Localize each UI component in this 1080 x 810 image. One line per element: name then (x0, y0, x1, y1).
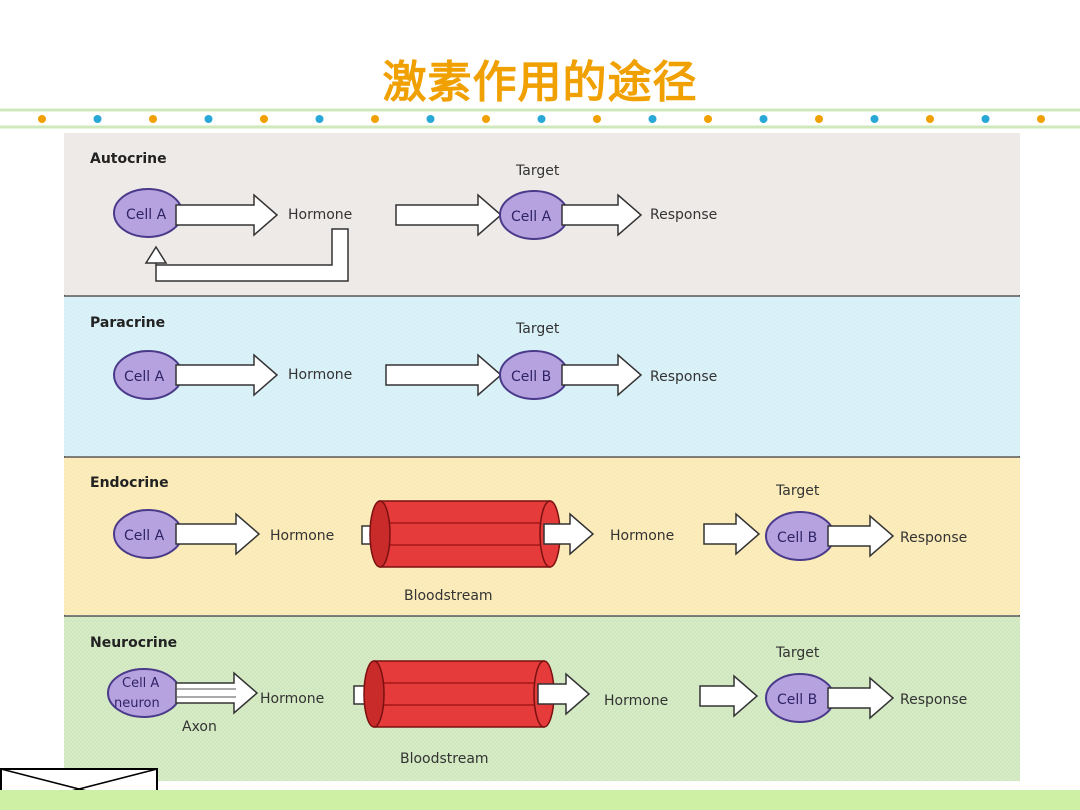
response-label: Response (900, 530, 967, 546)
arrow-icon (699, 674, 759, 718)
panel-endocrine: Endocrine Cell A Hormone Bloodstream Hor… (64, 456, 1020, 615)
arrow-icon (827, 676, 895, 720)
decorative-dot (371, 115, 379, 123)
decorative-dot (426, 115, 435, 123)
arrow-icon (561, 353, 643, 397)
arrow-icon (543, 512, 595, 556)
panel-neurocrine: Neurocrine Cell A neuron Axon Hormone Bl… (64, 615, 1020, 781)
panel-paracrine-title: Paracrine (90, 315, 165, 331)
arrow-icon (703, 512, 761, 556)
response-label: Response (650, 207, 717, 223)
cell-a-autocrine-label: Cell A (126, 207, 167, 223)
panel-autocrine-title: Autocrine (90, 151, 167, 167)
bloodstream-label: Bloodstream (404, 588, 493, 604)
decorative-dot (260, 115, 268, 123)
axon-arrow-icon (175, 671, 259, 715)
feedback-loop-arrow (144, 228, 349, 282)
target-label: Target (515, 321, 560, 337)
bloodstream-vessel (361, 500, 561, 568)
decorative-dot (315, 115, 324, 123)
hormone-after-label: Hormone (610, 528, 674, 544)
bloodstream-vessel (353, 660, 555, 728)
bloodstream-label: Bloodstream (400, 751, 489, 767)
cell-a-endocrine-label: Cell A (124, 528, 165, 544)
decorative-dot (926, 115, 934, 123)
target-label: Target (515, 163, 560, 179)
neuron-cell-label-line2: neuron (114, 696, 160, 711)
arrow-icon (395, 193, 503, 237)
arrow-icon (561, 193, 643, 237)
arrow-icon (537, 672, 591, 716)
decorative-dot (815, 115, 823, 123)
arrow-icon (175, 512, 261, 556)
decorative-dot (1037, 115, 1045, 123)
target-label: Target (775, 483, 820, 499)
decorative-dot (482, 115, 490, 123)
decorative-dot (149, 115, 157, 123)
decorative-dot (593, 115, 601, 123)
cell-b-target-label: Cell B (777, 530, 817, 546)
decorative-dot (204, 115, 213, 123)
response-label: Response (900, 692, 967, 708)
cell-b-target-label: Cell B (511, 369, 551, 385)
hormone-after-label: Hormone (604, 693, 668, 709)
bottom-decoration-bar (0, 790, 1080, 810)
hormone-pathway-diagram: Autocrine Cell A Hormone Target Cell A R… (64, 133, 1020, 781)
arrow-icon (385, 353, 503, 397)
panel-neurocrine-title: Neurocrine (90, 635, 177, 651)
target-label: Target (775, 645, 820, 661)
hormone-label: Hormone (288, 367, 352, 383)
response-label: Response (650, 369, 717, 385)
decorative-dot (537, 115, 546, 123)
decorative-dot (759, 115, 768, 123)
decorative-dot (648, 115, 657, 123)
decorative-dot (93, 115, 102, 123)
panel-autocrine: Autocrine Cell A Hormone Target Cell A R… (64, 133, 1020, 295)
cell-b-target-label: Cell B (777, 692, 817, 708)
hormone-label: Hormone (260, 691, 324, 707)
panel-paracrine: Paracrine Cell A Hormone Target Cell B R… (64, 295, 1020, 456)
hormone-label: Hormone (270, 528, 334, 544)
cell-a-target-label: Cell A (511, 209, 552, 225)
neuron-cell-label-line1: Cell A (122, 676, 159, 691)
cell-a-paracrine-label: Cell A (124, 369, 165, 385)
decorative-dot (981, 115, 990, 123)
axon-label: Axon (182, 719, 217, 735)
panel-endocrine-title: Endocrine (90, 475, 169, 491)
hormone-label: Hormone (288, 207, 352, 223)
title-rule-dots (0, 108, 1080, 129)
arrow-icon (827, 514, 895, 558)
decorative-dot (704, 115, 712, 123)
slide-title: 激素作用的途径 (382, 57, 698, 108)
arrow-icon (175, 193, 279, 237)
decorative-dot (38, 115, 46, 123)
arrow-icon (175, 353, 279, 397)
decorative-dot (870, 115, 879, 123)
